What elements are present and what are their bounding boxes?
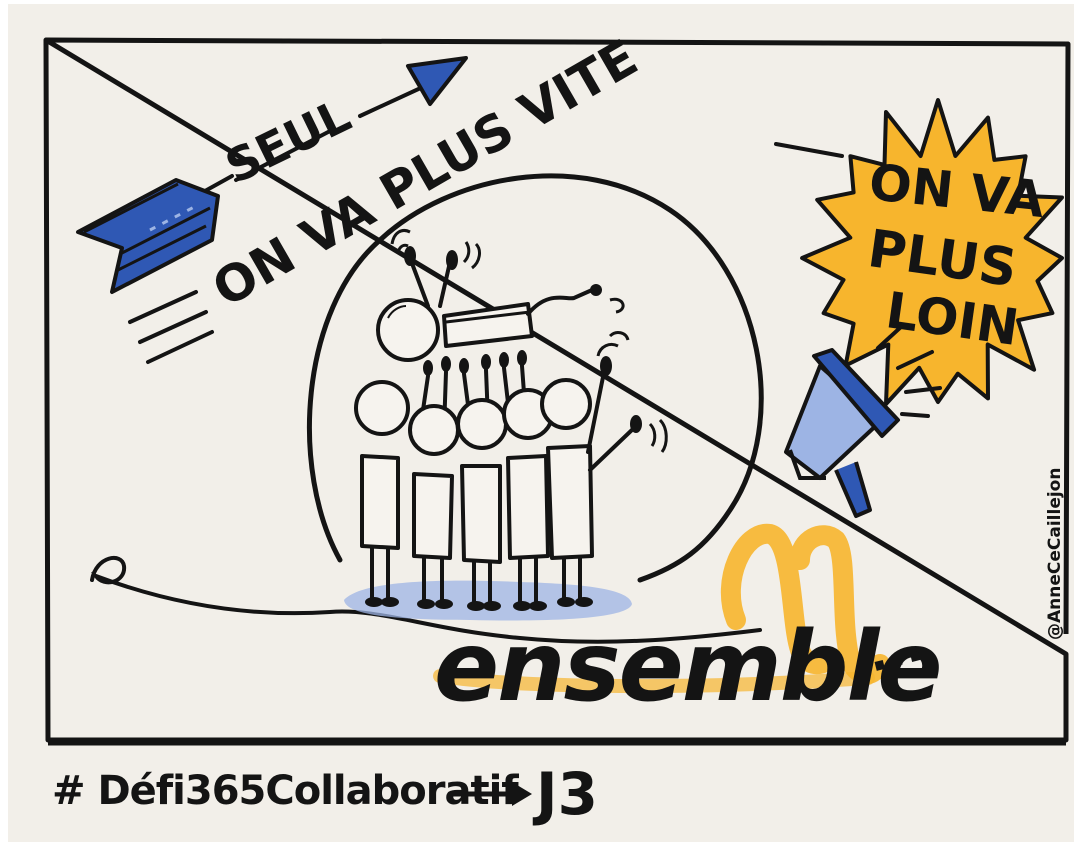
hashtag-text: # Défi365Collaboratif (52, 768, 519, 814)
hashtag-arrowhead (512, 782, 532, 806)
person-5 (540, 331, 668, 607)
raised-hands (423, 350, 527, 376)
person-2 (408, 404, 460, 609)
star-burst-icon: ON VA PLUS LOIN (774, 98, 1064, 406)
speed-lines (128, 290, 214, 364)
person-1 (354, 380, 410, 607)
text-ellipsis: ... (861, 616, 928, 684)
flow-line (90, 556, 762, 644)
megaphone-sound-lines (876, 324, 942, 418)
burst-tail-line (774, 142, 844, 158)
ensemble-yellow-base (433, 669, 875, 694)
signature-text: @AnneCeCaillejon (1045, 468, 1065, 640)
text-ensemble: ensemble (434, 611, 940, 723)
burst-shape (800, 98, 1064, 406)
megaphone-icon (784, 324, 942, 518)
arrow-icon (76, 56, 468, 364)
arrow-fletching-shape (76, 178, 220, 294)
lifted-person (376, 229, 602, 362)
group-circle (306, 173, 764, 583)
music-note-icon (609, 297, 625, 314)
person-4 (502, 388, 554, 611)
frame-border (43, 37, 1071, 743)
day-label: J3 (532, 760, 598, 828)
arrowhead-shape (406, 56, 468, 106)
people-group-icon (344, 229, 668, 621)
person-3 (456, 398, 508, 611)
